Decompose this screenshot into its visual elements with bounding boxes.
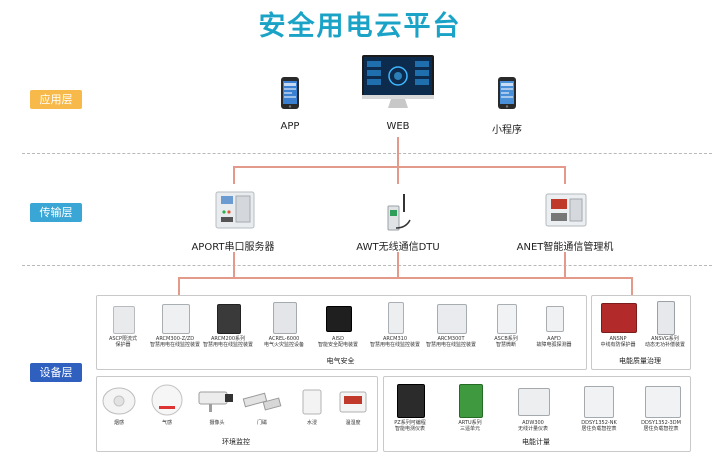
acrel6000-device-icon	[273, 302, 297, 334]
ansnp-device-icon	[601, 303, 637, 333]
device-label: 门磁	[256, 420, 267, 426]
device-label: 水浸	[306, 420, 317, 426]
dtu-antenna-icon	[387, 194, 411, 231]
layer-tag-app: 应用层	[30, 90, 82, 109]
ascp-device-icon	[113, 306, 135, 334]
phone-icon	[281, 77, 299, 109]
door-sensor-icon	[242, 392, 282, 411]
connector-bar-transport	[233, 166, 566, 168]
device-label: ANSVG系列动态无功补偿装置	[644, 336, 685, 348]
connector-drop	[178, 277, 180, 295]
arcm200-device-icon	[217, 304, 241, 334]
connector-drop	[631, 277, 633, 295]
connector-trunk	[397, 252, 399, 278]
layer-tag-transport: 传输层	[30, 203, 82, 222]
device-label: 温湿度	[345, 420, 361, 426]
aport-label: APORT串口服务器	[191, 242, 275, 253]
environment-box	[96, 376, 378, 452]
ansvg-device-icon	[657, 301, 675, 335]
smoke-detector-icon	[102, 387, 136, 415]
artu-unit-icon	[459, 384, 483, 418]
connector-drop	[397, 166, 399, 184]
aisd-device-icon	[326, 306, 352, 332]
ddsy-3dm-meter-icon	[645, 386, 681, 418]
connector-trunk	[564, 252, 566, 278]
device-label: 摄像头	[209, 420, 225, 426]
connector-drop	[233, 166, 235, 184]
gateway-icon	[545, 193, 587, 227]
metering-title: 电能计量	[522, 438, 550, 446]
layer-tag-device: 设备层	[30, 363, 82, 382]
monitor-icon	[362, 55, 434, 108]
arcm310-device-icon	[388, 302, 404, 334]
aafd-device-icon	[546, 306, 564, 332]
app-label: APP	[280, 121, 300, 132]
phone-icon	[498, 77, 516, 109]
water-sensor-icon	[302, 389, 322, 415]
arcm300z-device-icon	[162, 304, 190, 334]
device-label: PZ系列可编程智能电测仪表	[394, 420, 426, 432]
temp-humidity-icon	[339, 391, 367, 413]
connector-trunk	[233, 252, 235, 278]
arcm300t-device-icon	[437, 304, 467, 334]
divider-app-transport	[22, 153, 712, 154]
connector-bar-devices	[178, 277, 633, 279]
adw300-meter-icon	[518, 388, 550, 416]
device-label: ASCP限流式保护器	[108, 336, 138, 348]
web-label: WEB	[386, 121, 410, 132]
awt-label: AWT无线通信DTU	[356, 242, 440, 253]
gas-detector-icon	[151, 384, 183, 416]
connector-drop	[564, 166, 566, 184]
device-label: ARCM200系列智慧用电在线监控装置	[202, 336, 253, 348]
connector-trunk	[397, 137, 399, 167]
device-label: ASCB系列智慧微断	[494, 336, 518, 348]
ascb-device-icon	[497, 304, 517, 334]
ddsy-nk-meter-icon	[584, 386, 614, 418]
anet-label: ANET智能通信管理机	[516, 242, 614, 253]
mini-program-label: 小程序	[492, 125, 522, 136]
page-title: 安全用电云平台	[258, 11, 462, 42]
device-label: 烟感	[113, 420, 124, 426]
camera-icon	[198, 391, 233, 412]
power-quality-title: 电能质量治理	[619, 357, 661, 365]
pz-meter-icon	[397, 384, 425, 418]
electrical-safety-title: 电气安全	[326, 357, 355, 365]
device-label: ARTU系列三遥单元	[458, 420, 482, 432]
serial-server-icon	[215, 191, 255, 229]
divider-transport-device	[22, 265, 712, 266]
device-label: 气感	[161, 420, 172, 426]
environment-title: 环境监控	[222, 438, 250, 446]
